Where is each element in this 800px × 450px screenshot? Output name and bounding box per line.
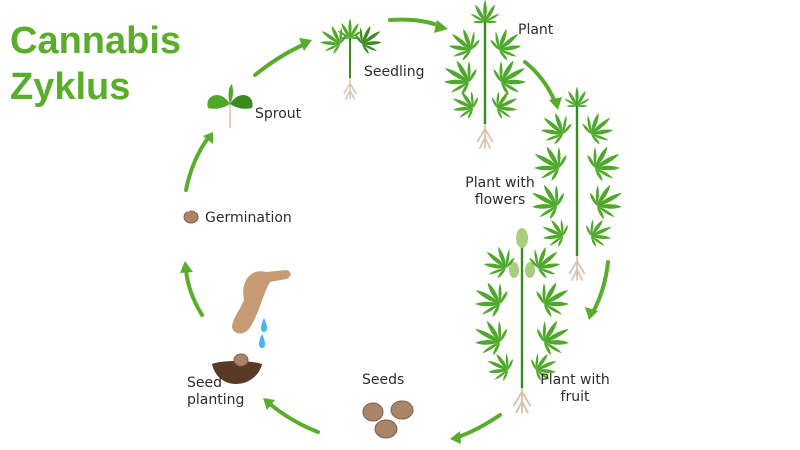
arrow-icon bbox=[184, 268, 204, 317]
arrow-icon bbox=[549, 97, 562, 110]
arrow-icon bbox=[184, 136, 210, 192]
sprout-icon bbox=[207, 84, 253, 128]
label-line: Seed bbox=[187, 375, 222, 391]
arrow-icon bbox=[268, 402, 320, 434]
arrow-icon bbox=[180, 261, 193, 273]
label-plant-with-fruit: Plant with fruit bbox=[530, 372, 620, 406]
arrow-icon bbox=[388, 17, 442, 28]
hand-icon bbox=[232, 270, 291, 334]
title-line-2: Zyklus bbox=[10, 66, 131, 108]
arrow-icon bbox=[456, 413, 502, 439]
arrow-icon bbox=[585, 307, 598, 320]
label-seed-planting: Seed planting bbox=[187, 375, 244, 409]
germinating-seed-icon bbox=[183, 208, 199, 224]
seedling-icon bbox=[312, 18, 390, 101]
arrow-icon bbox=[253, 42, 307, 77]
fruiting-plant-icon bbox=[466, 228, 578, 415]
label-line: planting bbox=[187, 392, 245, 408]
arrow-icon bbox=[203, 132, 213, 144]
label-germination: Germination bbox=[205, 210, 292, 226]
cycle-arrowheads bbox=[180, 20, 598, 444]
cycle-arrows bbox=[184, 17, 610, 439]
label-sprout: Sprout bbox=[255, 106, 302, 122]
label-seeds: Seeds bbox=[362, 372, 405, 388]
label-line: fruit bbox=[560, 389, 590, 405]
arrow-icon bbox=[263, 398, 275, 410]
water-drop-icon bbox=[259, 318, 267, 348]
label-line: Plant with bbox=[540, 372, 610, 388]
label-seedling: Seedling bbox=[364, 64, 425, 80]
arrow-icon bbox=[434, 20, 448, 33]
plant-icon bbox=[435, 0, 535, 150]
arrow-icon bbox=[299, 38, 312, 51]
page-title: Cannabis Zyklus bbox=[10, 18, 181, 110]
flowering-plant-icon bbox=[523, 86, 631, 282]
label-line: flowers bbox=[474, 192, 526, 208]
label-line: Plant with bbox=[465, 175, 535, 191]
soil-icon bbox=[212, 361, 262, 384]
label-plant-with-flowers: Plant with flowers bbox=[455, 175, 545, 209]
arrow-icon bbox=[523, 60, 557, 104]
label-plant: Plant bbox=[518, 22, 554, 38]
arrow-icon bbox=[591, 260, 610, 314]
title-line-1: Cannabis bbox=[10, 20, 182, 62]
seed-icon bbox=[233, 353, 249, 367]
seeds-icon bbox=[362, 400, 414, 439]
arrow-icon bbox=[450, 431, 461, 444]
